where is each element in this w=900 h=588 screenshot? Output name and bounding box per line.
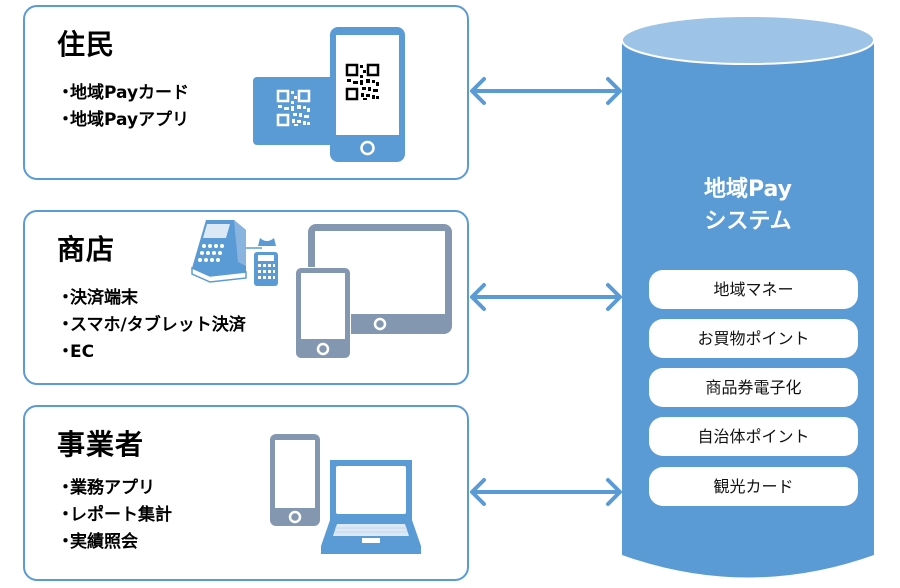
list-item: EC bbox=[57, 339, 246, 366]
system-title-line1: 地域Pay bbox=[703, 177, 793, 202]
smartphone-qr-icon bbox=[330, 27, 405, 162]
list-item: レポート集計 bbox=[57, 502, 172, 529]
list-item: 業務アプリ bbox=[57, 475, 172, 502]
bidirectional-arrow-shop bbox=[470, 283, 622, 311]
list-item: 決済端末 bbox=[57, 285, 246, 312]
system-title-line2: システム bbox=[704, 209, 792, 234]
list-item: スマホ/タブレット決済 bbox=[57, 312, 246, 339]
system-title: 地域Pay システム bbox=[622, 174, 874, 238]
system-feature: 観光カード bbox=[649, 467, 858, 506]
laptop-icon bbox=[321, 460, 421, 554]
list-item: 地域Payカード bbox=[57, 80, 189, 107]
panel-business: 事業者 業務アプリ レポート集計 実績照会 bbox=[23, 405, 469, 581]
bidirectional-arrow-resident bbox=[470, 77, 622, 105]
panel-title-resident: 住民 bbox=[57, 28, 116, 61]
system-feature: 商品券電子化 bbox=[649, 368, 858, 407]
list-item: 実績照会 bbox=[57, 529, 172, 556]
system-feature: 地域マネー bbox=[649, 270, 858, 309]
shop-feature-list: 決済端末 スマホ/タブレット決済 EC bbox=[57, 285, 246, 366]
system-feature: お買物ポイント bbox=[649, 319, 858, 358]
panel-title-shop: 商店 bbox=[57, 233, 116, 266]
system-feature: 自治体ポイント bbox=[649, 417, 858, 456]
smartphone-icon bbox=[295, 267, 351, 359]
panel-shop: 商店 決済端末 スマホ/タブレット決済 EC bbox=[23, 210, 469, 385]
smartphone-icon bbox=[270, 434, 320, 526]
payment-terminal-icon bbox=[191, 220, 278, 286]
resident-feature-list: 地域Payカード 地域Payアプリ bbox=[57, 80, 189, 134]
list-item: 地域Payアプリ bbox=[57, 107, 189, 134]
business-feature-list: 業務アプリ レポート集計 実績照会 bbox=[57, 475, 172, 556]
qr-card-icon bbox=[253, 77, 343, 145]
bidirectional-arrow-business bbox=[470, 478, 622, 506]
panel-title-business: 事業者 bbox=[57, 428, 145, 461]
panel-resident: 住民 地域Payカード 地域Payアプリ bbox=[23, 5, 469, 180]
